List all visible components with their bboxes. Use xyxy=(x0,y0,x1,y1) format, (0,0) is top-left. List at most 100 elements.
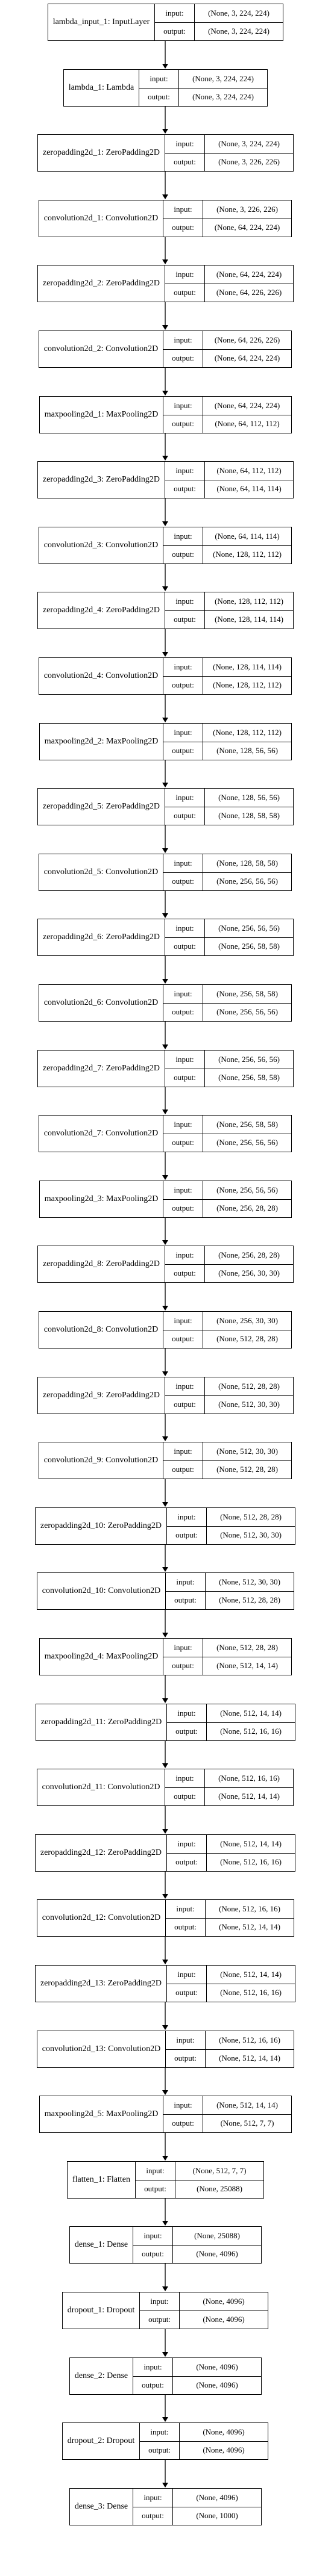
layer-name: convolution2d_1: Convolution2D xyxy=(39,200,163,237)
input-shape: (None, 64, 112, 112) xyxy=(205,462,293,480)
layer-name: zeropadding2d_2: ZeroPadding2D xyxy=(38,265,165,302)
input-shape: (None, 25088) xyxy=(173,2227,261,2245)
io-labels: input:output: xyxy=(165,1051,205,1087)
input-shape: (None, 512, 14, 14) xyxy=(207,1704,295,1723)
arrow-head xyxy=(162,64,168,69)
input-label: input: xyxy=(163,1181,203,1200)
input-shape: (None, 256, 56, 56) xyxy=(205,919,293,938)
input-shape: (None, 64, 224, 224) xyxy=(205,265,293,284)
layer-name: zeropadding2d_11: ZeroPadding2D xyxy=(36,1704,167,1740)
arrow-head xyxy=(162,979,168,984)
output-shape: (None, 128, 58, 58) xyxy=(218,811,280,821)
arrow-head xyxy=(162,1240,168,1245)
io-values: (None, 3, 224, 224)(None, 3, 226, 226) xyxy=(205,135,293,171)
input-shape: (None, 4096) xyxy=(180,2292,268,2311)
io-labels: input:output: xyxy=(166,2031,206,2067)
input-shape: (None, 128, 114, 114) xyxy=(203,658,291,677)
input-label: input: xyxy=(163,397,203,415)
layer-name: zeropadding2d_1: ZeroPadding2D xyxy=(38,135,165,171)
input-label: input: xyxy=(166,1573,205,1592)
layer-name: dense_1: Dense xyxy=(70,2227,133,2263)
layer-name: zeropadding2d_8: ZeroPadding2D xyxy=(38,1246,165,1282)
io-labels: input:output: xyxy=(163,331,203,367)
io-labels: input:output: xyxy=(163,1181,203,1217)
io-labels: input:output: xyxy=(163,1116,203,1152)
layer-name: maxpooling2d_3: MaxPooling2D xyxy=(40,1181,163,1217)
input-shape: (None, 128, 56, 56) xyxy=(205,789,293,807)
io-values: (None, 64, 112, 112)(None, 64, 114, 114) xyxy=(205,462,293,498)
io-labels: input:output: xyxy=(165,592,205,628)
output-label: output: xyxy=(172,1334,194,1344)
arrow-head xyxy=(162,1436,168,1441)
io-labels: input:output: xyxy=(139,70,179,106)
arrow-head xyxy=(162,1371,168,1376)
output-label: output: xyxy=(174,811,196,821)
output-shape: (None, 256, 58, 58) xyxy=(218,1073,280,1082)
arrow-head xyxy=(162,325,168,330)
arrow-head xyxy=(162,913,168,918)
io-labels: input:output: xyxy=(163,1312,203,1348)
output-label: output: xyxy=(174,484,196,494)
arrow-head xyxy=(162,2156,168,2161)
output-label: output: xyxy=(172,353,194,363)
io-values: (None, 128, 112, 112)(None, 128, 114, 11… xyxy=(205,592,293,628)
arrow-head xyxy=(162,2352,168,2357)
io-values: (None, 256, 58, 58)(None, 256, 56, 56) xyxy=(203,985,291,1021)
input-shape: (None, 512, 14, 14) xyxy=(207,1966,295,1984)
input-shape: (None, 512, 16, 16) xyxy=(206,1900,294,1919)
output-shape: (None, 512, 30, 30) xyxy=(218,1400,280,1409)
input-label: input: xyxy=(165,1769,204,1788)
input-shape: (None, 128, 58, 58) xyxy=(203,854,291,873)
io-values: (None, 3, 226, 226)(None, 64, 224, 224) xyxy=(203,200,291,237)
output-shape: (None, 4096) xyxy=(203,2445,245,2455)
io-values: (None, 512, 14, 14)(None, 512, 16, 16) xyxy=(207,1835,295,1871)
layer-name: zeropadding2d_3: ZeroPadding2D xyxy=(38,462,165,498)
io-values: (None, 512, 14, 14)(None, 512, 16, 16) xyxy=(207,1966,295,2002)
input-label: input: xyxy=(165,265,204,284)
io-values: (None, 128, 112, 112)(None, 128, 56, 56) xyxy=(203,724,291,760)
io-labels: input:output: xyxy=(165,1246,205,1282)
input-label: input: xyxy=(133,2358,172,2377)
layer-name: convolution2d_6: Convolution2D xyxy=(39,985,163,1021)
output-label: output: xyxy=(174,1922,197,1932)
output-shape: (None, 512, 14, 14) xyxy=(219,1922,280,1932)
arrow-head xyxy=(162,718,168,722)
io-values: (None, 512, 16, 16) (None, 512, 14, 14) xyxy=(206,1900,294,1936)
io-values: (None, 3, 224, 224)(None, 3, 224, 224) xyxy=(179,70,267,106)
output-shape: (None, 512, 7, 7) xyxy=(220,2118,274,2128)
io-labels: input:output: xyxy=(165,919,205,955)
input-label: input: xyxy=(155,4,194,23)
io-values: (None, 512, 28, 28)(None, 512, 30, 30) xyxy=(205,1377,293,1414)
io-labels: input:output: xyxy=(165,1377,205,1414)
arrow-head xyxy=(162,783,168,787)
layer-name: dropout_1: Dropout xyxy=(63,2292,140,2329)
io-values: (None, 256, 56, 56)(None, 256, 28, 28) xyxy=(203,1181,291,1217)
input-shape: (None, 128, 112, 112) xyxy=(203,724,291,742)
output-shape: (None, 512, 16, 16) xyxy=(220,1727,282,1736)
input-label: input: xyxy=(165,135,204,154)
io-values: (None, 512, 28, 28)(None, 512, 30, 30) xyxy=(207,1508,295,1544)
output-shape: (None, 3, 224, 224) xyxy=(192,92,254,102)
io-values: (None, 512, 7, 7)(None, 25088) xyxy=(175,2162,263,2198)
arrow-head xyxy=(162,1175,168,1180)
input-shape: (None, 64, 226, 226) xyxy=(203,331,291,350)
layer-name: maxpooling2d_4: MaxPooling2D xyxy=(40,1639,163,1675)
io-values: (None, 256, 30, 30)(None, 512, 28, 28) xyxy=(203,1312,291,1348)
input-shape: (None, 256, 56, 56) xyxy=(203,1181,291,1200)
io-labels: input:output: xyxy=(167,1508,207,1544)
output-label: output: xyxy=(172,2118,194,2128)
io-labels: input:output: xyxy=(163,1639,203,1675)
